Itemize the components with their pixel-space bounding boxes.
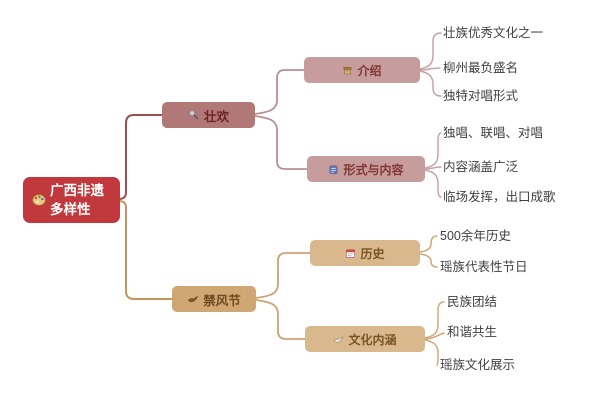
- link-wenhua-leaf1: [424, 301, 445, 339]
- link-lishi-leaf2: [419, 253, 438, 268]
- link-zhuanghuan-jieshao: [254, 69, 305, 115]
- link-jieshao-leaf1: [419, 32, 442, 70]
- link-xingshi-leaf2: [424, 166, 442, 170]
- branch-label: 壮欢: [203, 109, 229, 124]
- node-zhuanghuan[interactable]: 壮欢: [162, 102, 255, 128]
- subtopic-label: 介绍: [357, 63, 382, 78]
- link-lishi-leaf1: [419, 235, 438, 253]
- link-jinfengjie-wenhua: [255, 299, 306, 340]
- leaf-item[interactable]: 壮族优秀文化之一: [443, 26, 544, 40]
- calendar-icon: [345, 248, 356, 259]
- microphone-icon: [188, 109, 200, 121]
- leaf-item[interactable]: 500余年历史: [440, 229, 511, 243]
- link-jieshao-leaf3: [419, 70, 442, 97]
- root-label: 广西非遗多样性: [50, 183, 104, 217]
- leaf-item[interactable]: 临场发挥，出口成歌: [443, 190, 556, 204]
- subtopic-label: 文化内涵: [348, 332, 397, 347]
- link-zhuanghuan-xingshi: [254, 115, 308, 170]
- leaf-item[interactable]: 柳州最负盛名: [443, 61, 519, 75]
- link-root-zhuanghuan: [119, 114, 163, 200]
- dove-icon: [333, 334, 344, 345]
- link-wenhua-leaf3: [424, 339, 439, 366]
- leaf-item[interactable]: 瑶族代表性节日: [440, 260, 528, 274]
- node-xingshiyuneirong[interactable]: 形式与内容: [307, 156, 425, 182]
- node-root[interactable]: 广西非遗多样性: [23, 177, 120, 223]
- leaf-item[interactable]: 和谐共生: [447, 325, 498, 339]
- leaf-item[interactable]: 内容涵盖广泛: [443, 160, 519, 174]
- link-jinfengjie-lishi: [255, 252, 311, 299]
- link-xingshi-leaf3: [424, 169, 442, 198]
- leaf-item[interactable]: 独特对唱形式: [443, 89, 519, 103]
- node-jieshao[interactable]: 介绍: [304, 57, 420, 83]
- node-jinfengjie[interactable]: 禁风节: [172, 286, 256, 312]
- subtopic-label: 历史: [360, 246, 385, 261]
- link-jieshao-leaf2: [419, 67, 441, 71]
- palette-icon: [32, 193, 46, 207]
- leaf-item[interactable]: 民族团结: [447, 295, 498, 309]
- subtopic-label: 形式与内容: [343, 162, 404, 177]
- link-xingshi-leaf1: [424, 132, 442, 169]
- leaf-item[interactable]: 瑶族文化展示: [440, 358, 516, 372]
- book-icon: [342, 65, 353, 76]
- sheet-music-icon: [328, 164, 339, 175]
- leaf-item[interactable]: 独唱、联唱、对唱: [443, 126, 544, 140]
- link-root-jinfengjie: [119, 200, 173, 300]
- link-wenhua-leaf2: [424, 332, 445, 340]
- dove-icon: [187, 293, 199, 305]
- branch-label: 禁风节: [203, 293, 241, 308]
- node-lishi[interactable]: 历史: [310, 240, 420, 266]
- node-wenhuaneihan[interactable]: 文化内涵: [305, 326, 425, 352]
